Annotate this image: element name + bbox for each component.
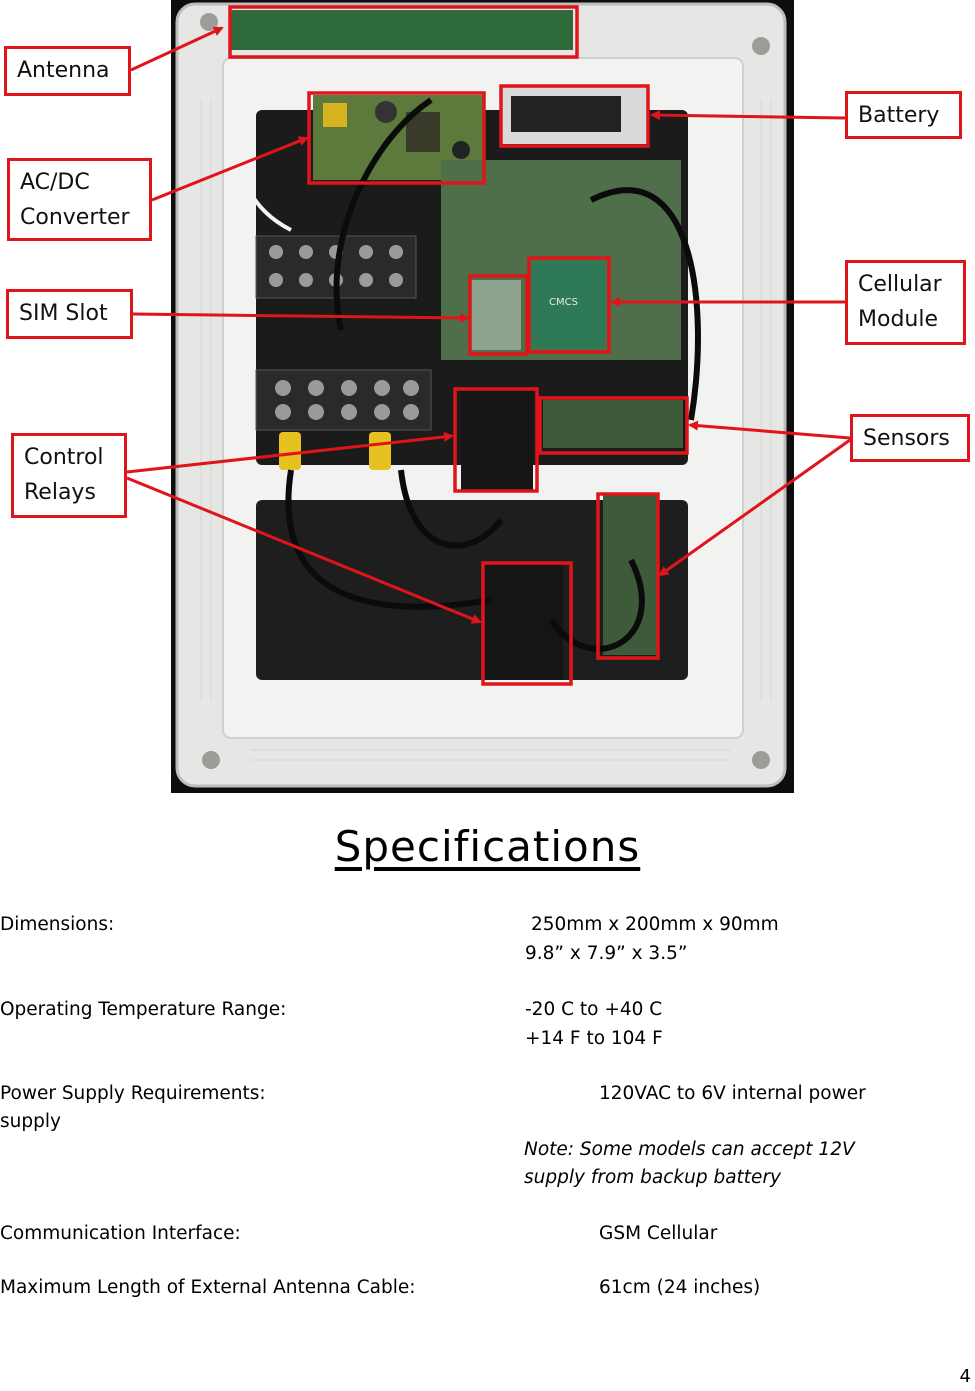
antenna-callout: Antenna [4, 46, 131, 96]
acdc-label-line1: AC/DC [20, 170, 90, 195]
antenna-cable-value: 61cm (24 inches) [599, 1277, 761, 1298]
enclosure-illustration: CMCS [171, 0, 794, 793]
temperature-label: Operating Temperature Range: [0, 999, 287, 1020]
cellular-module-callout: Cellular Module [845, 260, 966, 345]
battery-label: Battery [858, 103, 940, 128]
temperature-value-fahrenheit: +14 F to 104 F [525, 1028, 663, 1049]
sensors-callout: Sensors [850, 414, 970, 462]
acdc-converter-callout: AC/DC Converter [7, 158, 152, 241]
battery-callout: Battery [845, 91, 962, 139]
dimensions-label: Dimensions: [0, 914, 115, 935]
enclosure-photo: CMCS [171, 0, 794, 793]
board-marking: CMCS [549, 297, 578, 308]
antenna-cable-label: Maximum Length of External Antenna Cable… [0, 1277, 416, 1298]
temperature-value-celsius: -20 C to +40 C [525, 999, 663, 1020]
cellular-module-line2: Module [858, 307, 938, 332]
power-supply-value: 120VAC to 6V internal power [599, 1083, 866, 1104]
acdc-label-line2: Converter [20, 205, 130, 230]
antenna-label: Antenna [17, 58, 110, 83]
page-number: 4 [959, 1366, 971, 1387]
specifications-title: Specifications [334, 822, 641, 871]
communication-value: GSM Cellular [599, 1223, 718, 1244]
dimensions-value-metric: 250mm x 200mm x 90mm [531, 914, 779, 935]
sim-slot-callout: SIM Slot [6, 289, 133, 339]
dimensions-value-imperial: 9.8” x 7.9” x 3.5” [525, 943, 688, 964]
control-relays-line2: Relays [24, 480, 96, 505]
power-supply-value-cont: supply [0, 1111, 61, 1132]
specifications-heading: Specifications [0, 822, 975, 871]
control-relays-callout: Control Relays [11, 433, 127, 518]
power-supply-label: Power Supply Requirements: [0, 1083, 266, 1104]
sim-slot-label: SIM Slot [19, 301, 108, 326]
power-supply-note-line2: supply from backup battery [524, 1167, 781, 1188]
sensors-label: Sensors [863, 426, 950, 451]
communication-label: Communication Interface: [0, 1223, 241, 1244]
cellular-module-line1: Cellular [858, 272, 942, 297]
power-supply-note-line1: Note: Some models can accept 12V [524, 1139, 855, 1160]
control-relays-line1: Control [24, 445, 104, 470]
